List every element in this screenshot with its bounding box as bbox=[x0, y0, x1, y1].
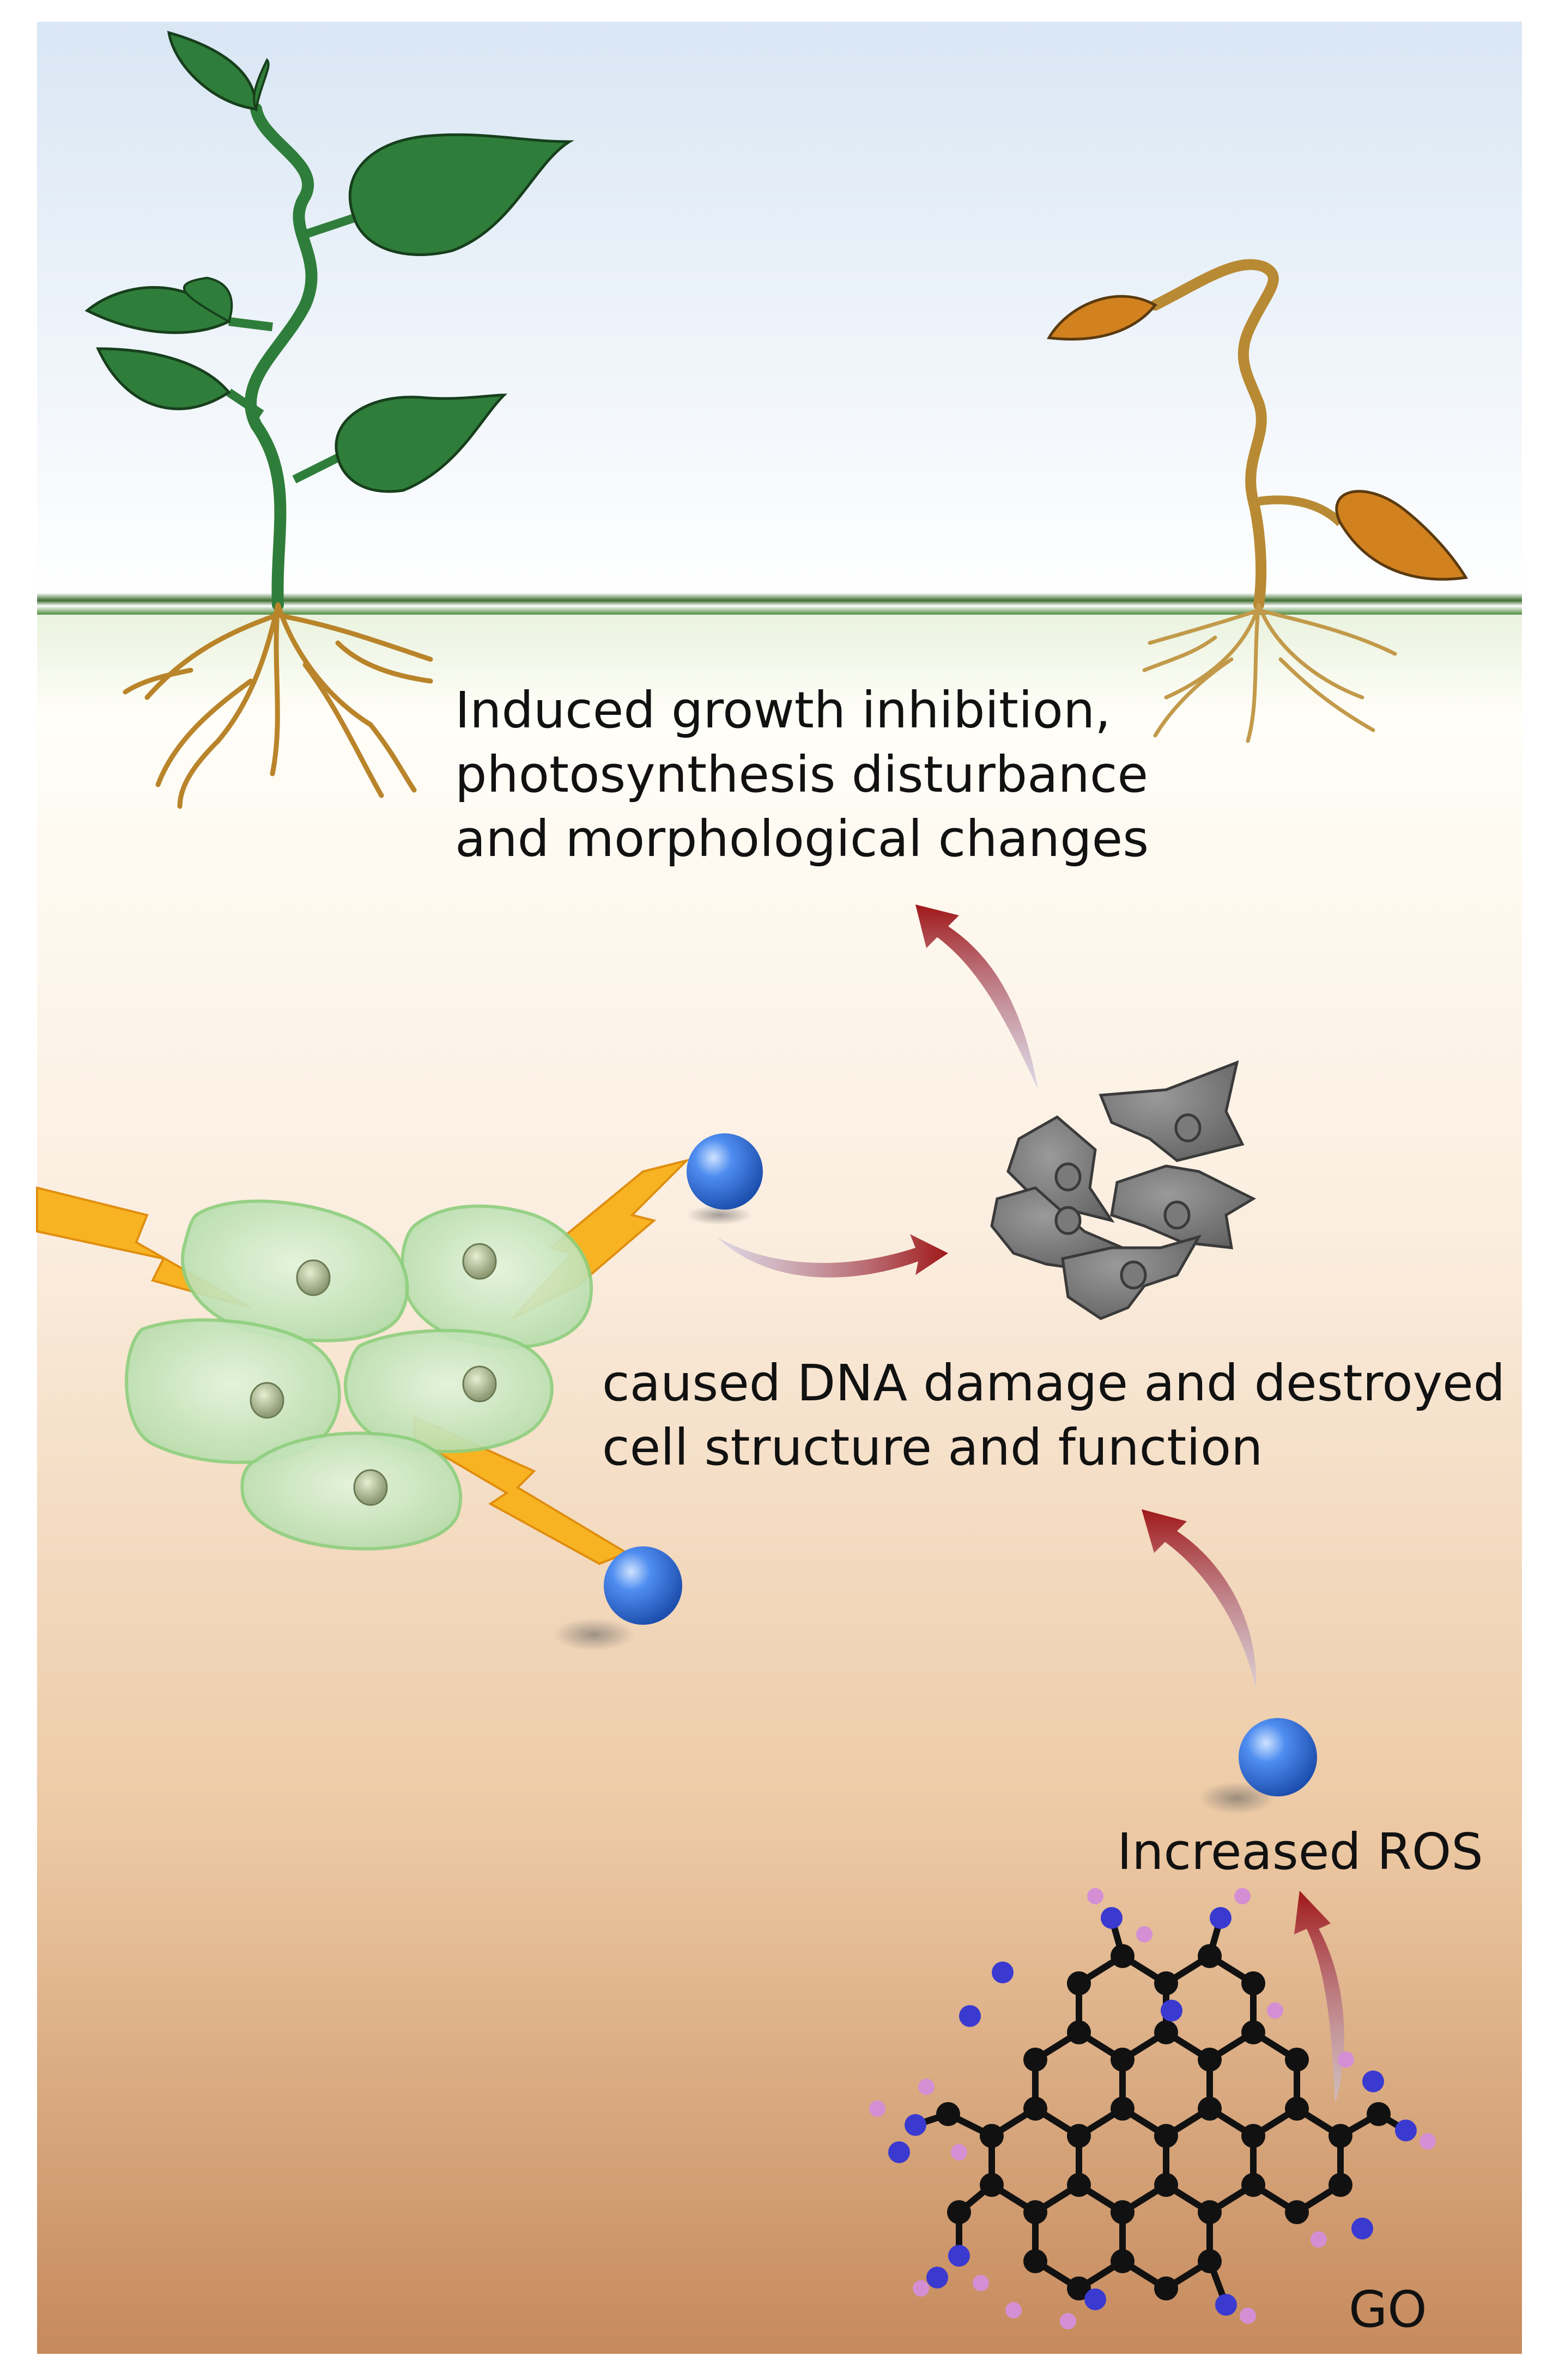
wilted-plant-roots bbox=[1142, 603, 1397, 743]
arrow-to-plant-effects bbox=[915, 904, 1038, 1090]
arrow-to-dna-damage bbox=[1142, 1509, 1257, 1689]
healthy-cell-cluster bbox=[125, 1199, 593, 1551]
plant-effects-line-1: Induced growth inhibition, bbox=[455, 681, 1111, 739]
wilted-leaf bbox=[1335, 490, 1469, 581]
damaged-cell bbox=[1099, 1060, 1245, 1162]
plant-effects-line-3: and morphological changes bbox=[455, 809, 1149, 868]
cell-nucleus bbox=[462, 1243, 497, 1280]
healthy-leaf bbox=[96, 347, 231, 410]
cell-nucleus bbox=[353, 1469, 388, 1506]
healthy-leaf bbox=[348, 133, 574, 256]
healthy-plant-roots bbox=[123, 602, 433, 809]
go-label: GO bbox=[1349, 2280, 1427, 2339]
cell-nucleus bbox=[1120, 1260, 1147, 1290]
wilted-stem bbox=[1150, 259, 1279, 610]
healthy-cell bbox=[181, 1199, 409, 1343]
arrow-to-increased-ros bbox=[1294, 1891, 1344, 2103]
plant-effects-label: Induced growth inhibition, photosynthesi… bbox=[455, 678, 1149, 871]
cell-nucleus bbox=[1174, 1113, 1202, 1143]
ros-sphere bbox=[553, 1546, 682, 1651]
healthy-leaf bbox=[253, 58, 270, 113]
wilted-leaf bbox=[1046, 295, 1157, 341]
healthy-plant bbox=[84, 31, 574, 611]
healthy-leaf bbox=[183, 276, 233, 323]
healthy-leaf bbox=[167, 31, 258, 111]
cell-nucleus bbox=[296, 1259, 331, 1296]
healthy-cell bbox=[343, 1328, 554, 1454]
healthy-stem bbox=[245, 103, 318, 611]
dna-damage-line-2: cell structure and function bbox=[602, 1418, 1263, 1477]
healthy-cell bbox=[240, 1431, 463, 1551]
dna-damage-label: caused DNA damage and destroyed cell str… bbox=[602, 1351, 1505, 1480]
dna-damage-line-1: caused DNA damage and destroyed bbox=[602, 1354, 1506, 1412]
plant-effects-line-2: photosynthesis disturbance bbox=[455, 745, 1149, 804]
ground-line bbox=[37, 593, 1522, 615]
wilted-plant bbox=[1046, 259, 1469, 610]
cell-nucleus bbox=[1054, 1206, 1082, 1235]
ros-sphere bbox=[1199, 1718, 1317, 1814]
cell-nucleus bbox=[1054, 1162, 1082, 1192]
graphene-oxide-molecule bbox=[869, 1888, 1436, 2329]
damaged-cell-cluster bbox=[990, 1060, 1257, 1320]
healthy-leaf bbox=[335, 393, 508, 493]
cell-nucleus bbox=[462, 1365, 497, 1402]
ros-sphere bbox=[687, 1133, 763, 1225]
arrow-to-damaged-cells bbox=[717, 1234, 948, 1278]
cell-nucleus bbox=[250, 1382, 284, 1419]
cell-nucleus bbox=[1163, 1200, 1191, 1230]
increased-ros-label: Increased ROS bbox=[1117, 1823, 1483, 1881]
